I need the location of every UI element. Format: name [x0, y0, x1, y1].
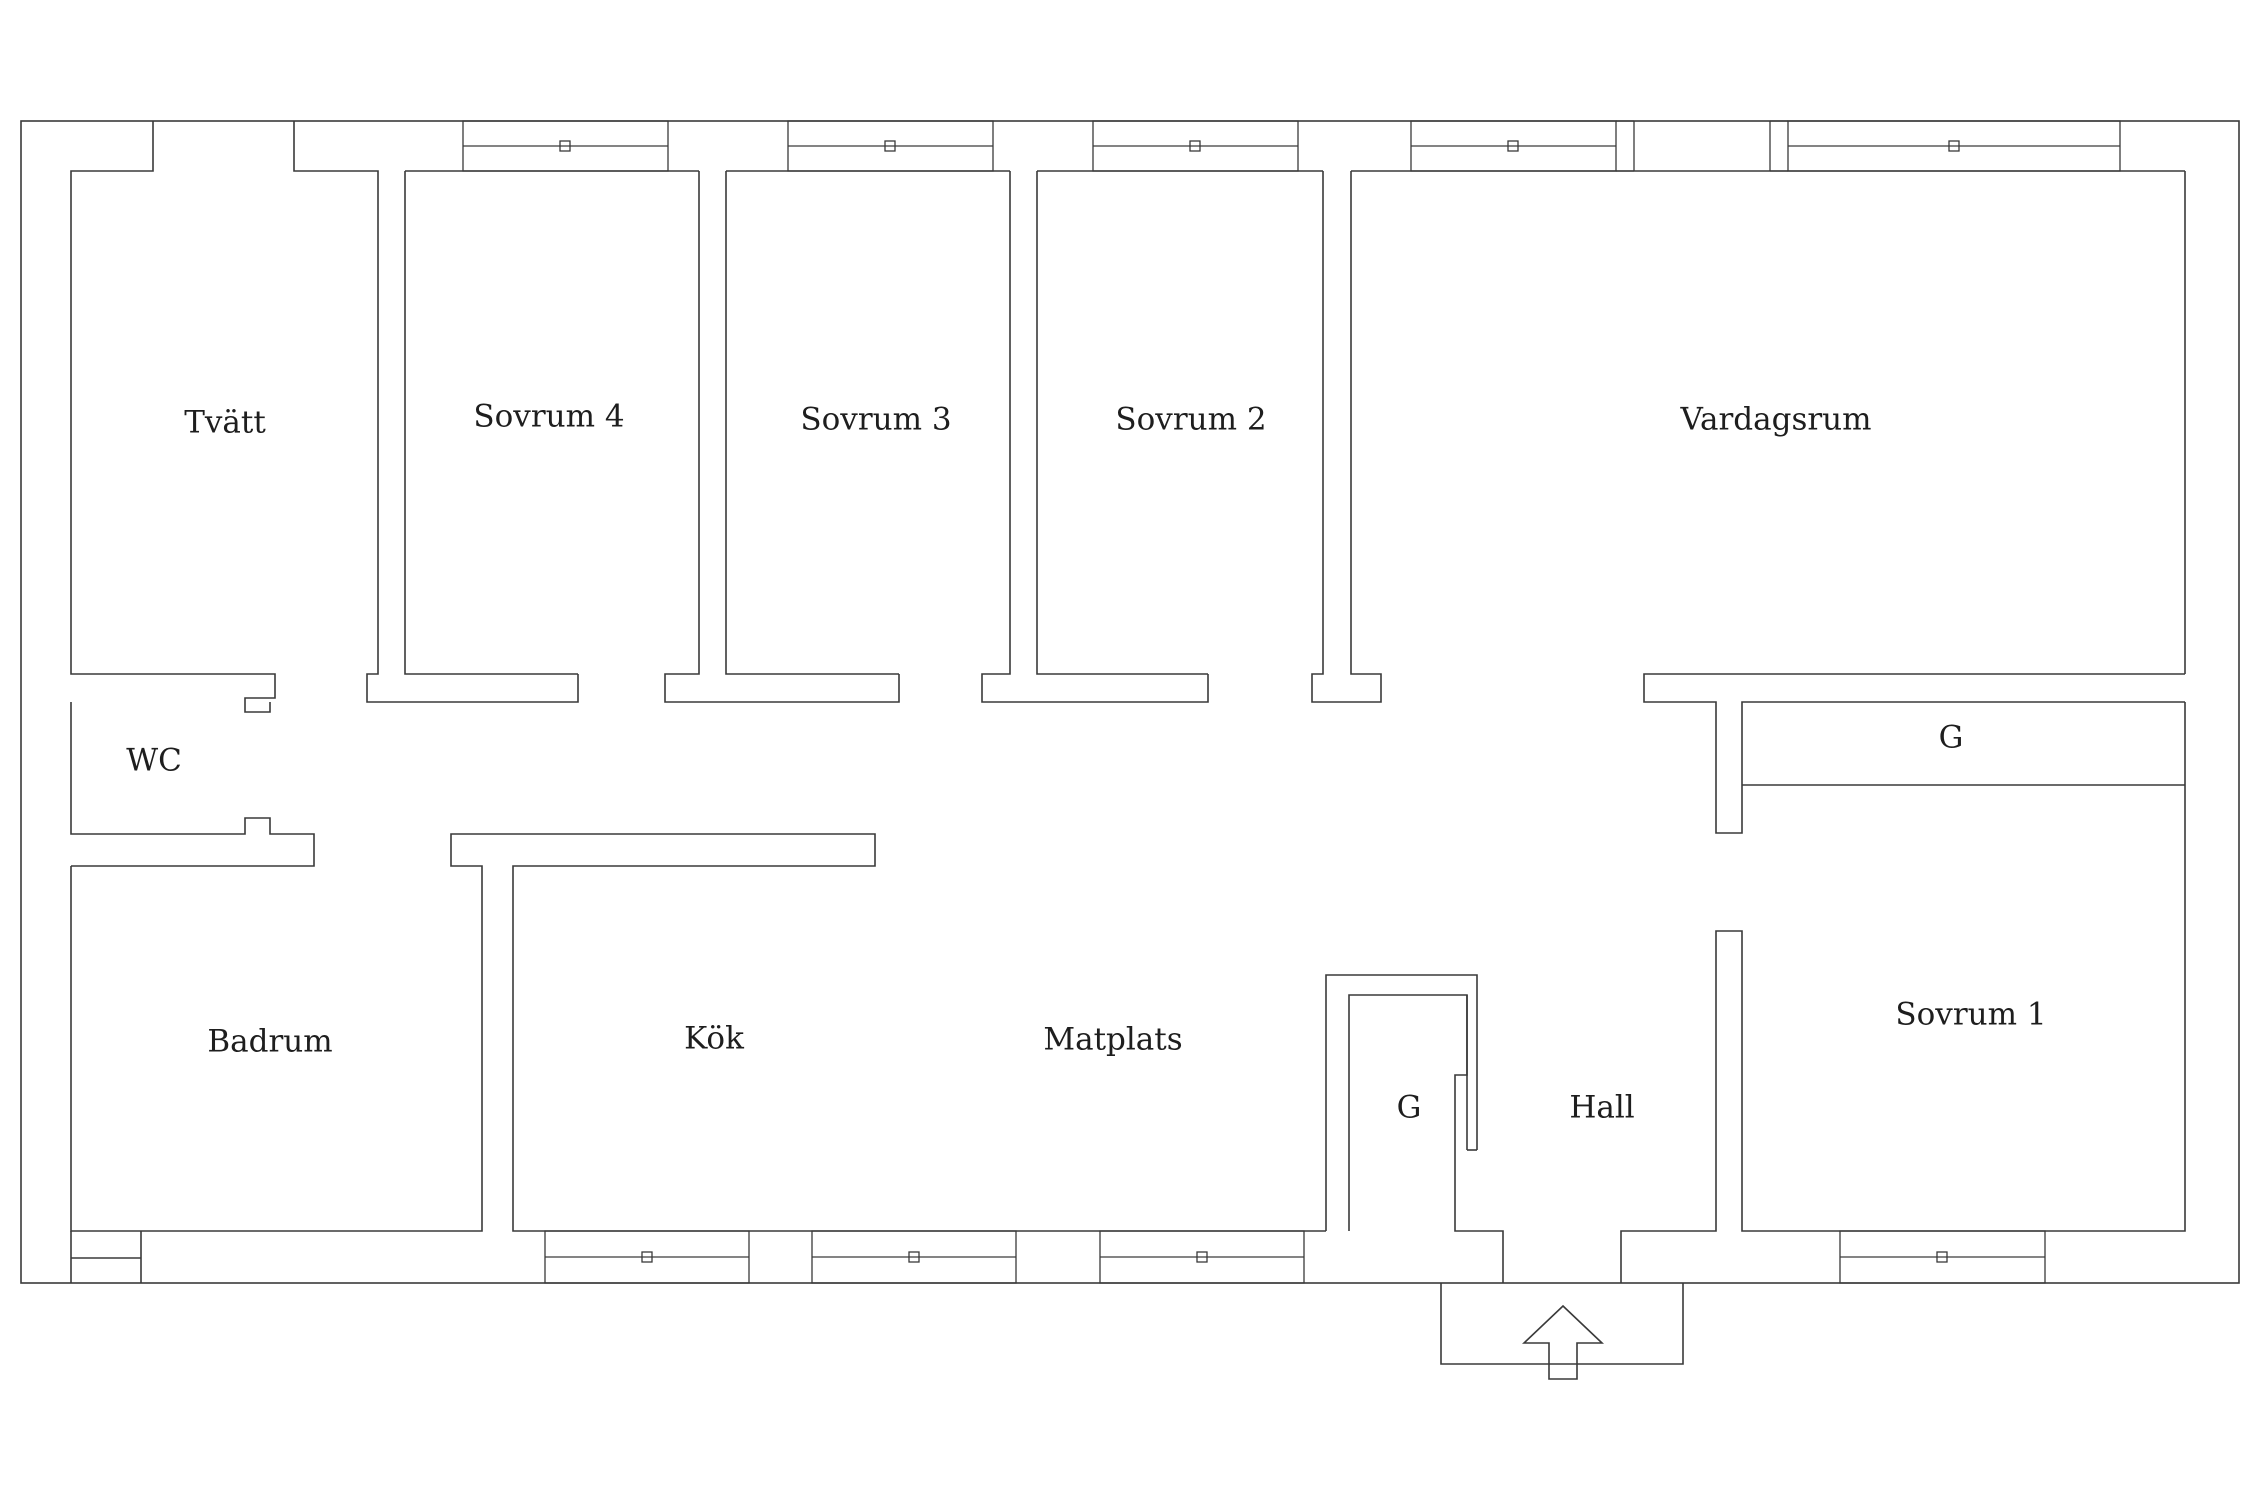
room-label-badrum: Badrum: [207, 1024, 332, 1060]
room-labels: Tvätt Sovrum 4 Sovrum 3 Sovrum 2 Vardags…: [126, 399, 2046, 1126]
room-label-g-north: G: [1939, 720, 1964, 756]
room-label-kok: Kök: [684, 1021, 744, 1057]
window-sovrum3: [787, 120, 994, 172]
window-kok-1: [544, 1230, 750, 1284]
window-sovrum4: [462, 120, 669, 172]
room-label-tvatt: Tvätt: [184, 405, 266, 441]
room-label-wc: WC: [126, 743, 182, 779]
room-label-matplats: Matplats: [1043, 1022, 1182, 1058]
room-label-sovrum-1: Sovrum 1: [1895, 997, 2046, 1033]
room-label-sovrum-3: Sovrum 3: [800, 402, 951, 438]
window-sovrum2: [1092, 120, 1299, 172]
room-label-g-hall: G: [1397, 1090, 1422, 1126]
windows: [462, 120, 2121, 1284]
window-kok-2: [811, 1230, 1017, 1284]
entrance-arrow-icon: [1521, 1304, 1605, 1380]
interior-walls: [70, 121, 2186, 1380]
room-label-vardagsrum: Vardagsrum: [1679, 402, 1871, 438]
window-sovrum1: [1839, 1230, 2046, 1284]
window-matplats: [1099, 1230, 1305, 1284]
window-vardagsrum-left: [1410, 120, 1635, 172]
room-label-sovrum-4: Sovrum 4: [473, 399, 624, 435]
room-label-sovrum-2: Sovrum 2: [1115, 402, 1266, 438]
window-vardagsrum-right: [1769, 120, 2121, 172]
room-label-hall: Hall: [1569, 1090, 1634, 1126]
